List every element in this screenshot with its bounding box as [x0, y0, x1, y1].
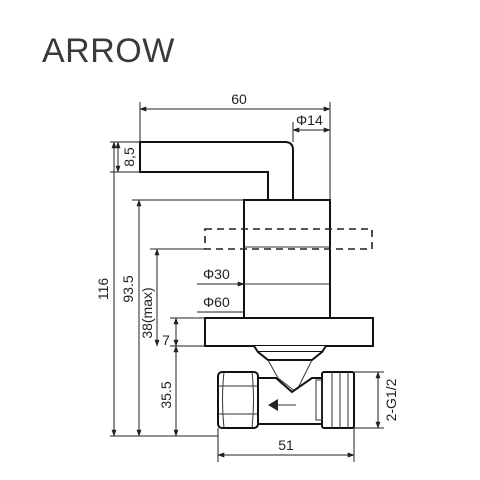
dim-overall-width: 60 [139, 91, 331, 200]
dim-valve-height: 35.5 [158, 345, 179, 437]
dim-label-35-5: 35.5 [158, 381, 174, 408]
dim-label-38max: 38(max) [139, 287, 155, 338]
dim-label-60: 60 [231, 91, 247, 107]
dim-adjust-height: 38(max) [139, 248, 205, 347]
handle-lever [139, 141, 294, 201]
dim-label-93-5: 93.5 [120, 275, 136, 302]
dim-label-51: 51 [278, 437, 294, 453]
dim-flange-diameter: Φ60 [197, 294, 244, 313]
dim-overall-height: 116 [95, 141, 218, 437]
dim-handle-diameter: Φ14 [292, 112, 331, 142]
dim-label-116: 116 [95, 278, 111, 301]
dim-flange-thickness: 7 [162, 317, 205, 348]
dim-thread: 2-G1/2 [354, 371, 399, 429]
valve-neck [253, 345, 327, 393]
dim-label-phi14: Φ14 [296, 112, 323, 128]
dim-body-height: 93.5 [120, 199, 244, 437]
brand-title: ARROW [42, 32, 175, 70]
dim-label-7: 7 [162, 332, 170, 348]
valve-body [243, 199, 331, 319]
dim-valve-width: 51 [217, 428, 355, 462]
dim-label-8-5: 8,5 [121, 147, 137, 167]
dim-label-thread: 2-G1/2 [383, 378, 399, 421]
valve-fitting [217, 371, 355, 429]
flange-plate [204, 317, 374, 347]
dim-label-phi60: Φ60 [203, 294, 230, 310]
dim-inner-diameter: Φ30 [197, 266, 245, 287]
dim-label-phi30: Φ30 [203, 266, 230, 282]
alternate-handle-position [204, 228, 373, 250]
